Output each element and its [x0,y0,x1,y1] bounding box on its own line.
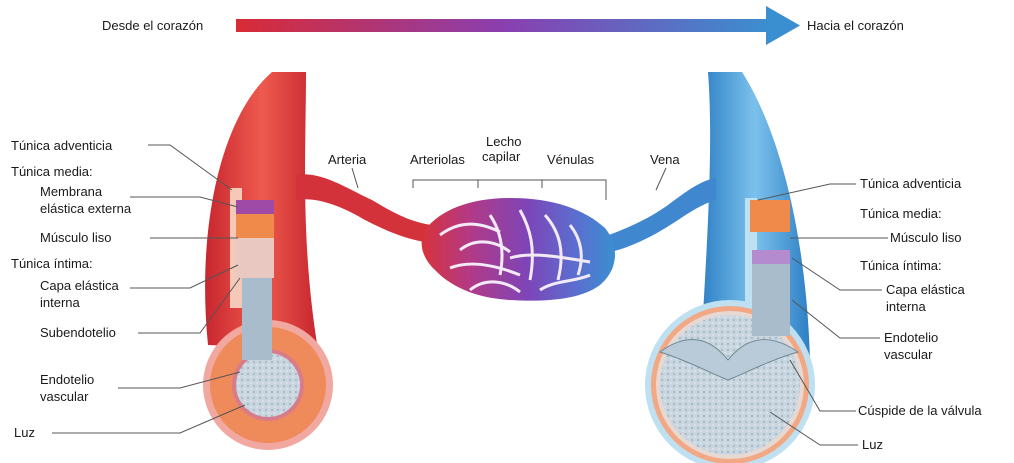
artery-external-elastic-label-line1: Membrana [40,184,103,199]
vein-illustration [600,72,815,463]
artery-label: Arteria [328,152,367,167]
vein-label: Vena [650,152,680,167]
vein-muscle-label: Músculo liso [890,230,962,245]
vein-leader [656,168,666,190]
vein-cutaway-media [750,200,790,232]
artery-cutaway-muscle [236,214,274,238]
venules-label: Vénulas [547,152,594,167]
artery-cutaway-inner [242,278,272,360]
artery-cutaway-intima [236,238,274,278]
capillary-bed [422,198,615,301]
capillary-bed-label-line2: capilar [482,149,521,164]
arterioles-bracket [413,180,478,188]
artery-branch [296,174,432,243]
flow-arrow-shaft [236,19,770,32]
capillary-bracket [478,180,542,188]
artery-muscle-label: Músculo liso [40,230,112,245]
artery-intima-label: Túnica íntima: [11,256,93,271]
artery-media-label: Túnica media: [11,164,93,179]
venules-bracket [542,180,606,200]
to-heart-label: Hacia el corazón [807,18,904,33]
flow-arrow-head [766,6,800,45]
vein-cutaway-intima [752,250,790,264]
artery-adventitia-label: Túnica adventicia [11,138,113,153]
artery-lumen [236,353,300,417]
artery-external-elastic-label-line2: elástica externa [40,201,132,216]
flow-arrow [236,6,800,45]
capillary-bed-outline [422,198,615,301]
vein-endothelium-label-line1: Endotelio [884,330,938,345]
vein-branch [600,178,716,254]
vein-endothelium-label-line2: vascular [884,347,933,362]
arterioles-label: Arteriolas [410,152,465,167]
vein-cutaway-inner [752,264,790,336]
from-heart-label: Desde el corazón [102,18,203,33]
vessel-brackets [352,168,666,200]
vein-lumen-label: Luz [862,437,883,452]
vein-intima-label: Túnica íntima: [860,258,942,273]
artery-subendothelium-label: Subendotelio [40,325,116,340]
vein-internal-elastic-label-line1: Capa elástica [886,282,966,297]
artery-leader [352,168,358,188]
artery-endothelium-label-line2: vascular [40,389,89,404]
vein-valve-cusp-label: Cúspide de la válvula [858,403,982,418]
artery-internal-elastic-label-line2: interna [40,295,81,310]
artery-cutaway-media [236,200,274,214]
vein-media-label: Túnica media: [860,206,942,221]
artery-endothelium-label-line1: Endotelio [40,372,94,387]
vein-adventitia-label: Túnica adventicia [860,176,962,191]
vein-internal-elastic-label-line2: interna [886,299,927,314]
artery-illustration [203,72,432,450]
artery-lumen-label: Luz [14,425,35,440]
artery-internal-elastic-label-line1: Capa elástica [40,278,120,293]
capillary-bed-label-line1: Lecho [486,134,521,149]
